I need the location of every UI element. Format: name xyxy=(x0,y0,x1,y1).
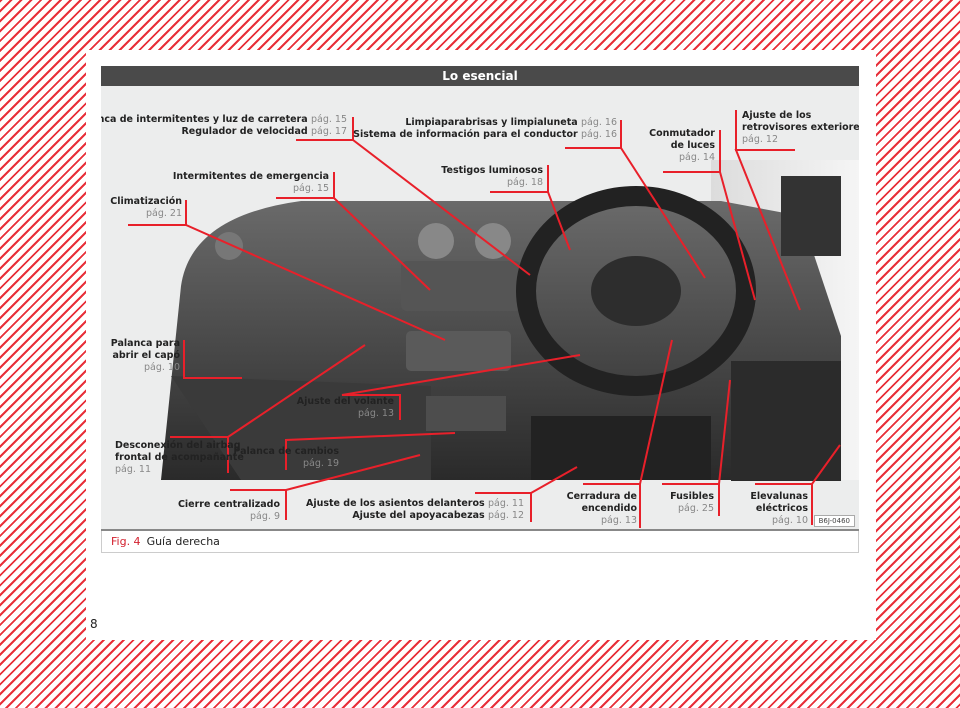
page-number: 8 xyxy=(90,617,98,631)
figure-number: Fig. 4 xyxy=(111,535,141,548)
page-ref: pág. 12 xyxy=(487,510,524,521)
label-title: de luces xyxy=(670,140,715,151)
page-ref: pág. 14 xyxy=(678,152,715,163)
figure-caption: Fig. 4 Guía derecha xyxy=(101,531,859,553)
page-ref: pág. 10 xyxy=(143,362,180,373)
page-ref: pág. 13 xyxy=(357,408,394,419)
label-title: Elevalunas xyxy=(750,491,808,502)
dashboard-illustration xyxy=(161,160,859,481)
label-title: Palanca de intermitentes y luz de carret… xyxy=(101,114,308,125)
label-title: Regulador de velocidad xyxy=(181,126,308,137)
label-title: Cerradura de xyxy=(566,491,637,502)
label-title: Testigos luminosos xyxy=(441,165,543,176)
page-ref: pág. 13 xyxy=(600,515,637,526)
label-title: abrir el capó xyxy=(112,350,180,361)
page-ref: pág. 11 xyxy=(487,498,524,509)
label-title: encendido xyxy=(581,503,637,514)
label-title: Fusibles xyxy=(670,491,714,502)
page-ref: pág. 12 xyxy=(742,134,779,145)
leader-lines xyxy=(128,110,841,528)
page-ref: pág. 17 xyxy=(310,126,347,137)
label-title: Palanca para xyxy=(110,338,180,349)
label-title: eléctricos xyxy=(755,503,808,514)
page-ref: pág. 15 xyxy=(310,114,347,125)
label-title: frontal de acompañante xyxy=(115,452,244,463)
label-title: Desconexión del airbag xyxy=(115,440,241,451)
label-title: Palanca de cambios xyxy=(233,446,339,457)
page-ref: pág. 15 xyxy=(292,183,329,194)
section-header: Lo esencial xyxy=(101,66,859,86)
label-title: Cierre centralizado xyxy=(177,499,280,510)
label-title: Ajuste del volante xyxy=(296,396,394,407)
page-ref: pág. 21 xyxy=(145,208,182,219)
page-ref: pág. 25 xyxy=(677,503,714,514)
figure-code: B6J-0460 xyxy=(813,515,855,527)
caption-text: Guía derecha xyxy=(146,535,220,548)
page-ref: pág. 16 xyxy=(580,117,617,128)
label-title: Ajuste de los xyxy=(742,110,812,121)
page-ref: pág. 9 xyxy=(250,511,280,522)
figure-dashboard: Palanca de intermitentes y luz de carret… xyxy=(101,86,859,531)
page-ref: pág. 18 xyxy=(506,177,543,188)
label-title: Ajuste del apoyacabezas xyxy=(352,510,485,521)
page-ref: pág. 19 xyxy=(302,458,339,469)
page-ref: pág. 16 xyxy=(580,129,617,140)
label-title: retrovisores exteriores xyxy=(742,122,859,133)
label-title: Conmutador xyxy=(649,128,715,139)
label-title: Ajuste de los asientos delanteros xyxy=(305,498,485,509)
label-asientos: Ajuste de los asientos delanteros pág. 1… xyxy=(306,498,524,522)
label-title: Climatización xyxy=(110,196,182,207)
label-title: Intermitentes de emergencia xyxy=(172,171,329,182)
label-title: Sistema de información para el conductor xyxy=(353,129,578,140)
page-ref: pág. 10 xyxy=(771,515,808,526)
page-ref: pág. 11 xyxy=(115,464,152,475)
label-intermitentes: Palanca de intermitentes y luz de carret… xyxy=(101,114,347,138)
label-title: Limpiaparabrisas y limpialuneta xyxy=(405,117,578,128)
